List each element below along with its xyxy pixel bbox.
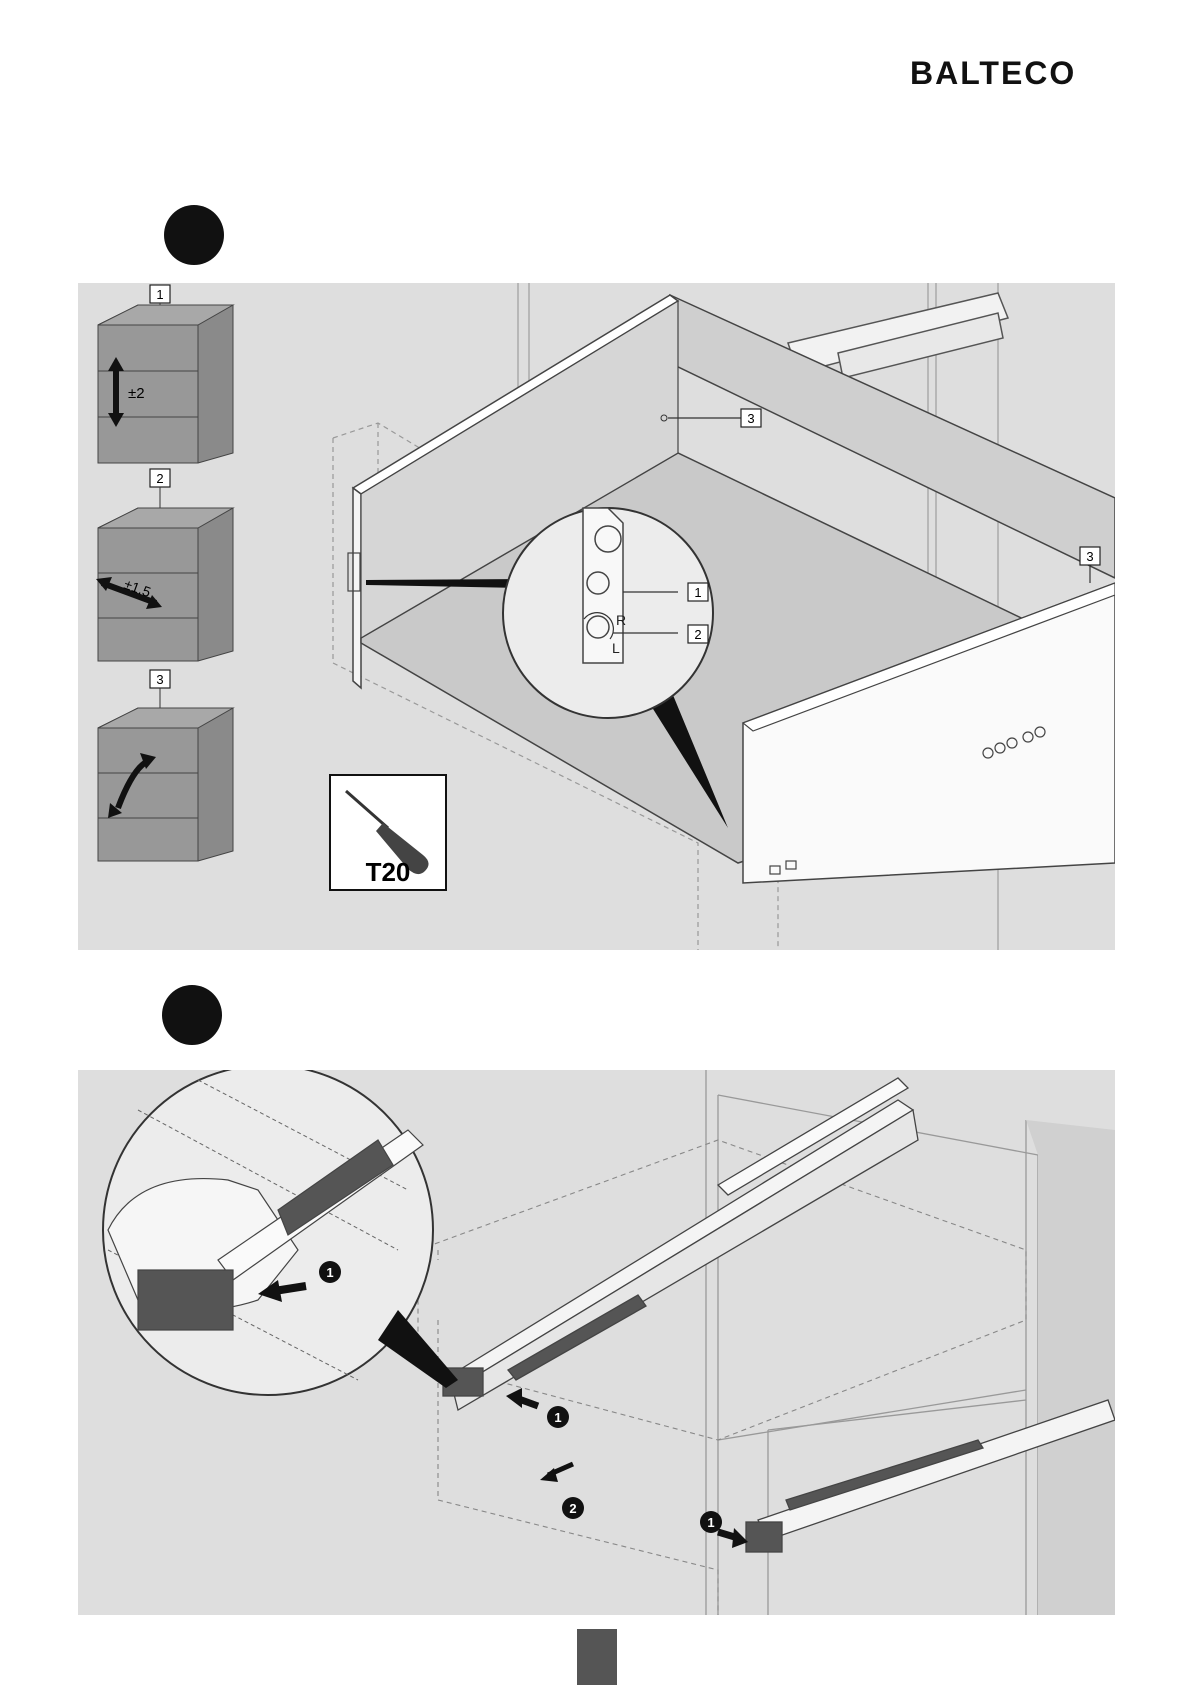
- drawer-adjustment-diagram: R L 1 2 3 3 1 ±2 2: [78, 283, 1115, 950]
- marker-1-lower: 1: [700, 1511, 748, 1548]
- page-tab: [577, 1629, 617, 1685]
- adjustment-2-number: 2: [156, 471, 163, 486]
- step-1-marker: [164, 205, 224, 265]
- drawer-callout-3a: 3: [747, 411, 754, 426]
- marker-1-zoom-text: 1: [326, 1265, 333, 1280]
- tool-box: T20: [330, 775, 446, 890]
- step-1-illustration: R L 1 2 3 3 1 ±2 2: [78, 283, 1115, 950]
- adjustment-vertical: 1 ±2: [98, 285, 233, 463]
- slide-removal-diagram: 1 1 1 2: [78, 1070, 1115, 1615]
- adjustment-tilt: 3: [98, 670, 233, 861]
- drawer-callout-3b: 3: [1086, 549, 1093, 564]
- marker-1-upper: 1: [506, 1388, 569, 1428]
- marker-1-lower-text: 1: [707, 1515, 714, 1530]
- brand-logo-text: BALTECO: [910, 56, 1076, 88]
- tool-label: T20: [366, 857, 411, 887]
- adjustment-1-number: 1: [156, 287, 163, 302]
- zoom-callout-2: 2: [694, 627, 701, 642]
- zoom-callout-1: 1: [694, 585, 701, 600]
- step-2-marker: [162, 985, 222, 1045]
- step-2-illustration: 1 1 1 2: [78, 1070, 1115, 1615]
- marker-2-pull-text: 2: [569, 1501, 576, 1516]
- adjustment-lateral: 2 ±1.5: [96, 469, 233, 661]
- marker-1-upper-text: 1: [554, 1410, 561, 1425]
- brand-logo: BALTECO: [910, 56, 1135, 88]
- zoom-label-left: L: [612, 640, 620, 656]
- adjustment-3-number: 3: [156, 672, 163, 687]
- marker-2-pull: 2: [540, 1464, 584, 1519]
- zoom-label-right: R: [616, 612, 626, 628]
- adjustment-1-value: ±2: [128, 385, 145, 402]
